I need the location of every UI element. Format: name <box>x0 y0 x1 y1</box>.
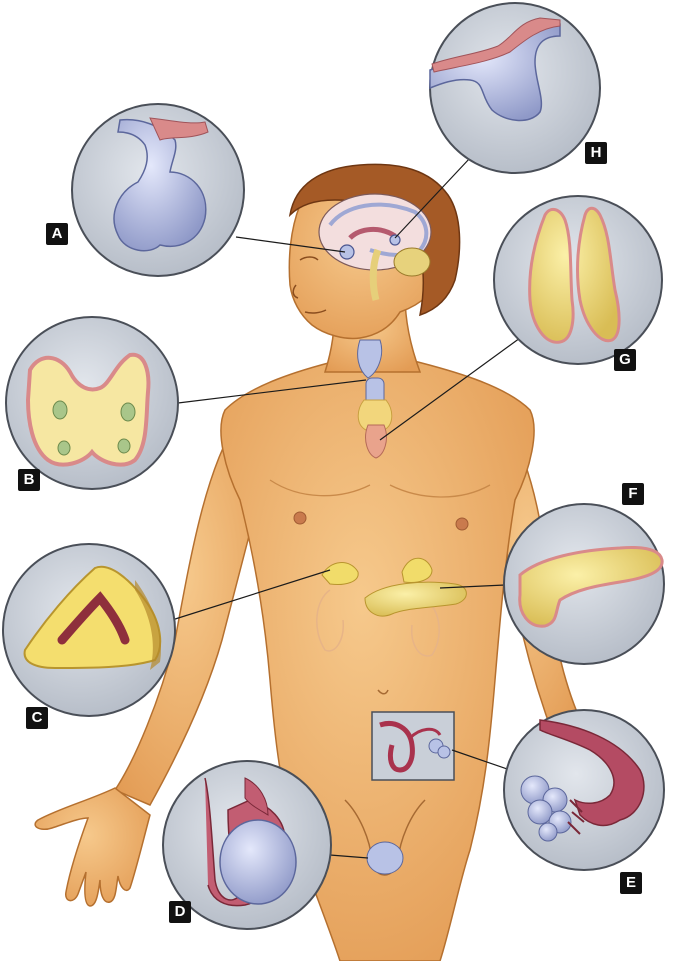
callout-e <box>504 710 664 870</box>
testes-in-body <box>367 842 403 874</box>
label-b: B <box>18 469 40 491</box>
label-g: G <box>614 349 636 371</box>
left-nipple <box>294 512 306 524</box>
label-d: D <box>169 901 191 923</box>
label-e: E <box>620 872 642 894</box>
right-nipple <box>456 518 468 530</box>
label-c: C <box>26 707 48 729</box>
callout-g <box>494 196 662 364</box>
label-h: H <box>585 142 607 164</box>
left-hand <box>35 788 150 906</box>
callout-f <box>504 504 664 664</box>
callout-b <box>6 317 178 489</box>
callout-h <box>430 3 600 173</box>
ovary-inset <box>372 712 454 780</box>
label-f: F <box>622 483 644 505</box>
callout-a <box>72 104 244 276</box>
label-a: A <box>46 223 68 245</box>
callout-c <box>3 544 175 716</box>
